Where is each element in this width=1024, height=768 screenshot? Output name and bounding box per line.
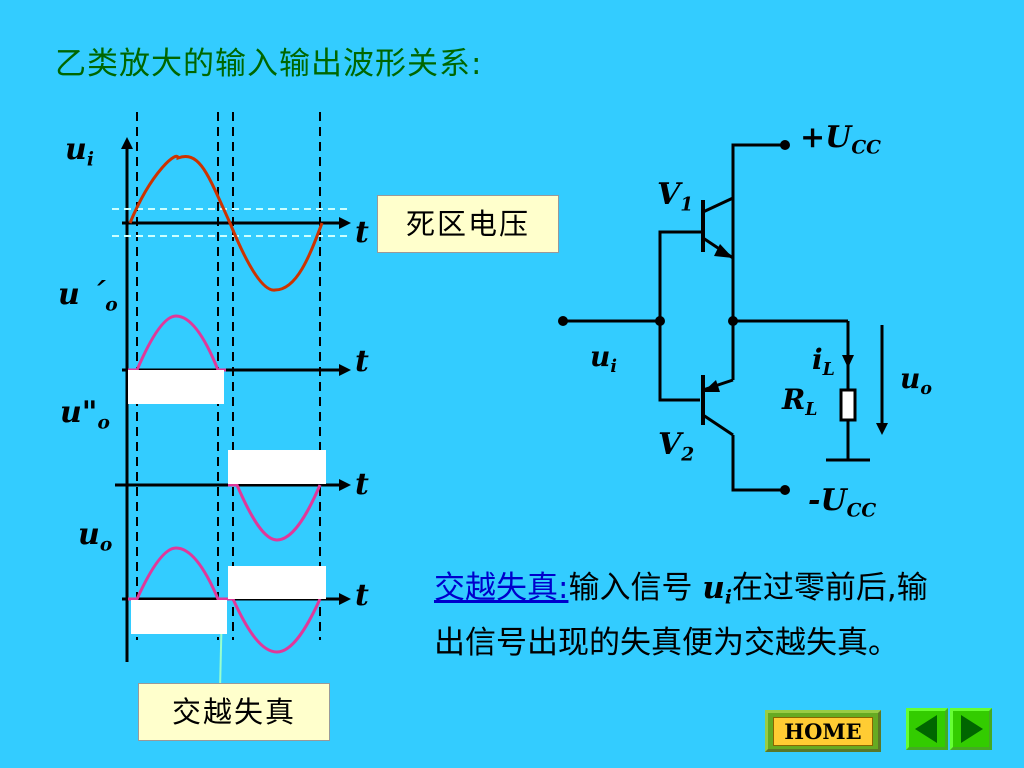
triangle-left-icon — [915, 715, 937, 743]
dead-zone-mask-1 — [128, 370, 224, 404]
output-wave-v1 — [128, 314, 226, 372]
prev-button[interactable] — [906, 708, 948, 750]
next-button[interactable] — [950, 708, 992, 750]
desc-var: ui — [702, 570, 732, 609]
triangle-right-icon — [961, 715, 983, 743]
crossover-distortion-box: 交越失真 — [138, 683, 330, 741]
dead-zone-lines — [112, 208, 350, 237]
circuit-nodes — [558, 140, 790, 495]
crossover-description: 交越失真:输入信号 ui在过零前后,输出信号出现的失真便为交越失真。 — [434, 566, 954, 665]
desc-text-1: 输入信号 — [568, 570, 703, 606]
label-ui: ui — [65, 132, 94, 171]
label-circuit-uo: uo — [900, 362, 932, 400]
output-wave-combined — [128, 546, 322, 654]
label-circuit-ui: ui — [590, 340, 617, 378]
push-pull-circuit — [563, 143, 888, 492]
input-waveform — [128, 154, 324, 292]
label-v1: V1 — [657, 177, 694, 216]
label-uo-double-prime: u"o — [60, 395, 110, 434]
current-arrow — [842, 355, 854, 368]
crossover-term-link[interactable]: 交越失真: — [434, 570, 569, 606]
dead-zone-mask-3 — [228, 566, 326, 599]
output-wave-v2 — [228, 483, 322, 542]
t-label-1: t — [355, 215, 369, 250]
label-vcc-positive: +UCC — [800, 120, 881, 159]
home-button-label: HOME — [773, 716, 873, 746]
page-title: 乙类放大的输入输出波形关系: — [55, 46, 483, 82]
label-uo: uo — [78, 517, 113, 556]
dead-zone-mask-4 — [131, 600, 227, 634]
desc-text-2: 在过零前后,输出信号出现的失真便为交越失真。 — [434, 570, 928, 661]
dead-zone-mask-2 — [228, 450, 326, 484]
t-label-4: t — [355, 578, 369, 613]
home-button[interactable]: HOME — [765, 710, 881, 752]
t-label-3: t — [355, 467, 369, 502]
label-v2: V2 — [658, 427, 695, 466]
dead-zone-voltage-box: 死区电压 — [377, 195, 559, 253]
t-label-2: t — [355, 344, 369, 379]
waveform-panel — [112, 112, 351, 691]
label-uo-prime: u ´o — [58, 277, 118, 316]
label-vcc-negative: -UCC — [808, 483, 877, 522]
label-il: iL — [812, 343, 835, 381]
label-rl: RL — [782, 383, 818, 421]
